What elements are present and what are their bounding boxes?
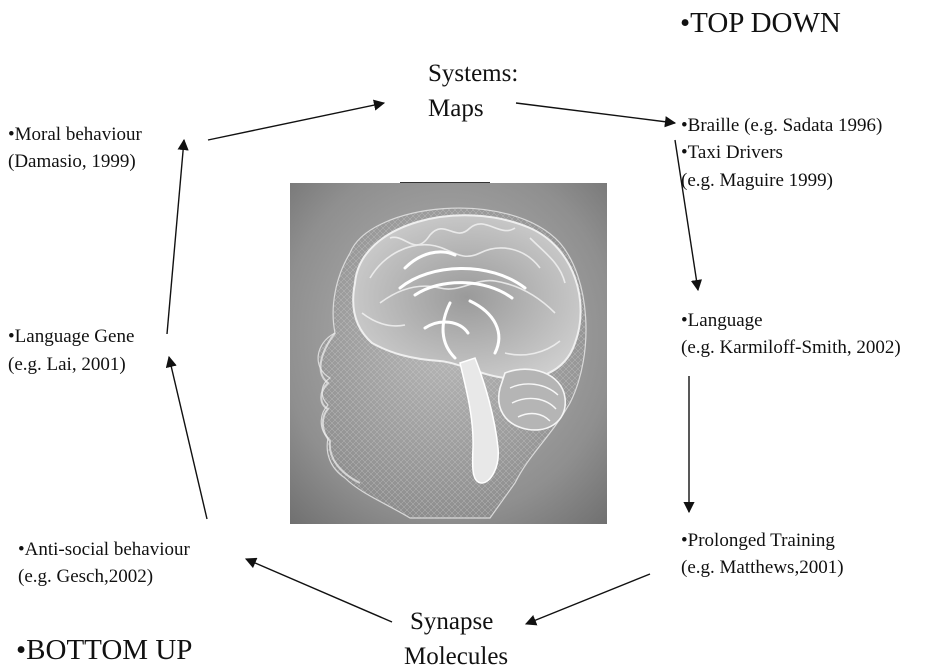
arrow-antisocial-to-gene <box>169 357 207 519</box>
anti-social-item: •Anti-social behaviour <box>18 539 190 560</box>
language-reference: (e.g. Karmiloff-Smith, 2002) <box>681 337 901 358</box>
moral-behaviour-item: •Moral behaviour <box>8 124 142 145</box>
taxi-drivers-item: •Taxi Drivers <box>681 142 783 163</box>
language-item: •Language <box>681 310 763 331</box>
language-gene-reference: (e.g. Lai, 2001) <box>8 354 126 375</box>
anti-social-reference: (e.g. Gesch,2002) <box>18 566 153 587</box>
maps-label: Maps <box>428 95 484 123</box>
arrow-maps-to-braille <box>516 103 675 123</box>
top-down-label: •TOP DOWN <box>680 7 841 39</box>
arrow-moral-to-systems <box>208 103 384 140</box>
arrow-synapse-to-antisocial <box>246 559 392 622</box>
prolonged-training-reference: (e.g. Matthews,2001) <box>681 557 844 578</box>
braille-item: •Braille (e.g. Sadata 1996) <box>681 115 882 136</box>
arrow-gene-to-moral <box>167 140 184 334</box>
systems-label: Systems: <box>428 60 518 88</box>
taxi-drivers-reference: (e.g. Maguire 1999) <box>681 170 833 191</box>
moral-behaviour-reference: (Damasio, 1999) <box>8 151 136 172</box>
brain-head-scan-icon <box>290 183 607 524</box>
synapse-label: Synapse <box>410 608 493 636</box>
molecules-label: Molecules <box>404 643 508 671</box>
prolonged-training-item: •Prolonged Training <box>681 530 835 551</box>
arrow-training-to-synapse <box>526 574 650 624</box>
bottom-up-label: •BOTTOM UP <box>16 634 192 666</box>
language-gene-item: •Language Gene <box>8 326 134 347</box>
